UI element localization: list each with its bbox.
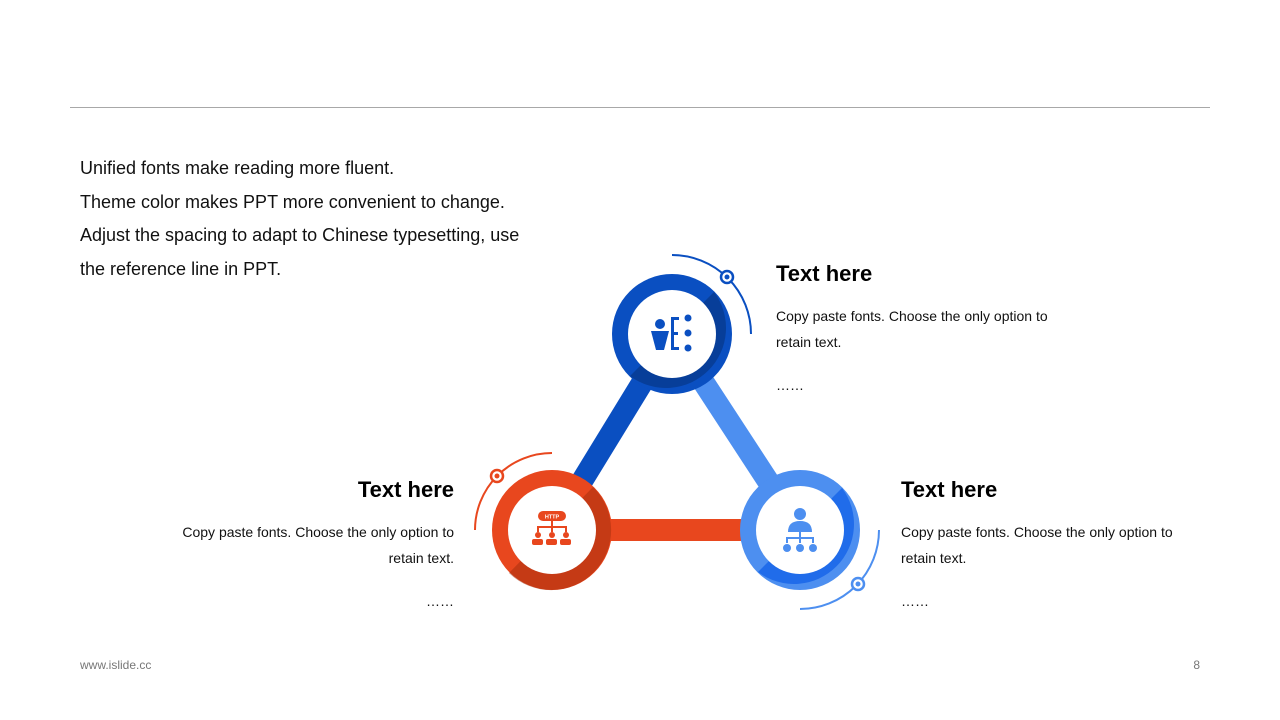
intro-line-3: Adjust the spacing to adapt to Chinese t… (80, 225, 520, 279)
node-left-body: Copy paste fonts. Choose the only option… (182, 524, 454, 566)
page-number: 8 (1193, 658, 1200, 672)
node-top-ellipsis: …… (776, 377, 804, 393)
node-top (612, 254, 752, 394)
node-right-body: Copy paste fonts. Choose the only option… (901, 524, 1173, 566)
intro-line-1: Unified fonts make reading more fluent. (80, 158, 395, 178)
http-network-icon: HTTP (532, 511, 571, 545)
node-top-title: Text here (776, 261, 873, 286)
node-right-text: Text here Copy paste fonts. Choose the o… (901, 475, 1201, 609)
node-top-text: Text here Copy paste fonts. Choose the o… (776, 259, 1076, 393)
node-right (740, 470, 880, 610)
node-right-title: Text here (901, 477, 998, 502)
node-top-body: Copy paste fonts. Choose the only option… (776, 308, 1048, 350)
node-left-title: Text here (357, 477, 454, 502)
node-left-text: Text here Copy paste fonts. Choose the o… (154, 475, 454, 609)
intro-text: Unified fonts make reading more fluent. … (80, 152, 520, 286)
intro-line-2: Theme color makes PPT more convenient to… (80, 191, 505, 212)
node-left: HTTP (474, 452, 612, 591)
header-divider (70, 107, 1210, 108)
org-hierarchy-icon (783, 508, 817, 552)
visa-person-icon (651, 314, 692, 352)
http-label: HTTP (545, 515, 560, 521)
node-left-ellipsis: …… (426, 593, 454, 609)
node-right-ellipsis: …… (901, 593, 929, 609)
footer-website[interactable]: www.islide.cc (80, 658, 152, 672)
